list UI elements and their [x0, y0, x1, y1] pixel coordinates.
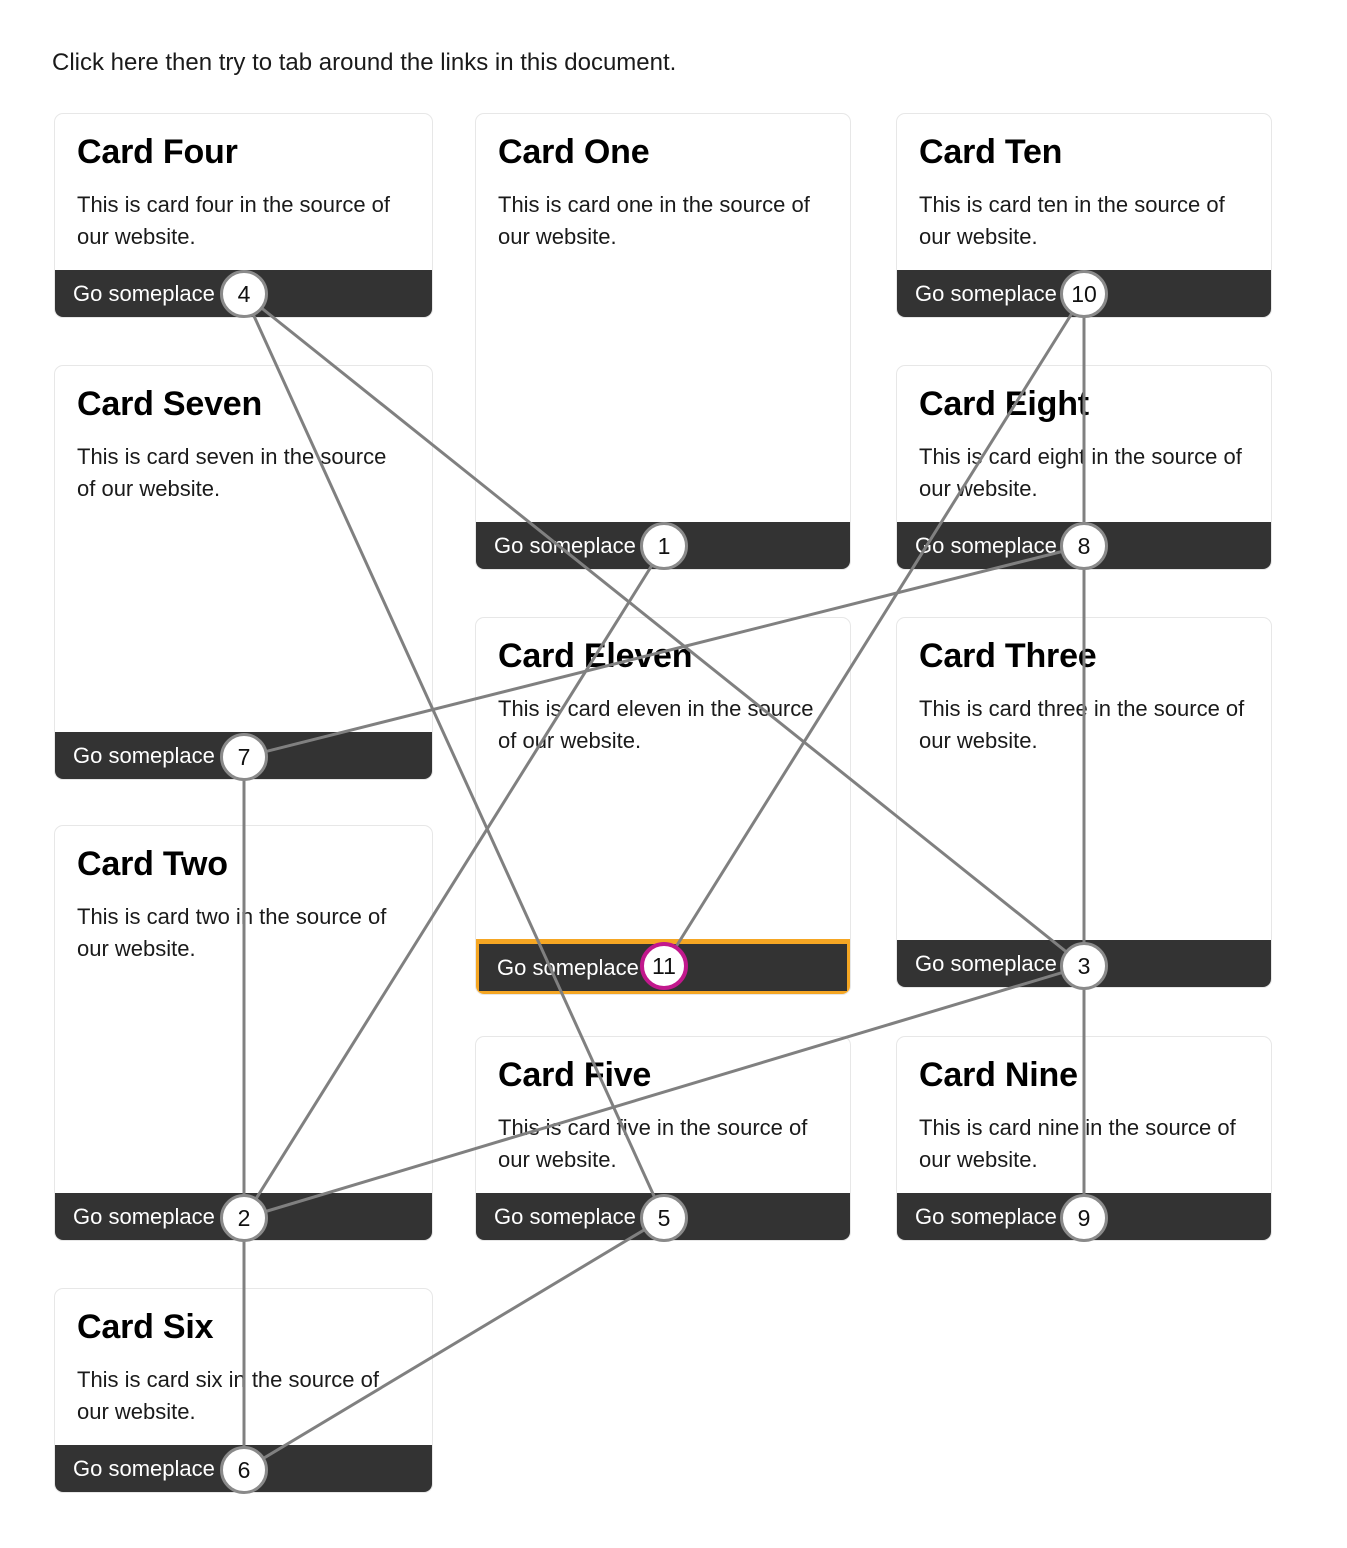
card-link-eleven[interactable]: Go someplace	[497, 954, 639, 980]
card-description: This is card four in the source of our w…	[77, 192, 391, 250]
card-link-five[interactable]: Go someplace	[494, 1203, 636, 1229]
card-link-eight[interactable]: Go someplace	[915, 532, 1057, 558]
card-description: This is card five in the source of our w…	[498, 1115, 808, 1173]
tab-order-badge-10: 10	[1060, 270, 1108, 318]
card-description: This is card ten in the source of our we…	[919, 192, 1225, 250]
card-description: This is card two in the source of our we…	[77, 904, 387, 962]
card-description: This is card eleven in the source of our…	[498, 696, 814, 754]
card-description: This is card eight in the source of our …	[919, 444, 1242, 502]
tab-order-badge-6: 6	[220, 1446, 268, 1494]
card-title: Card Three	[919, 637, 1097, 675]
card-link-four[interactable]: Go someplace	[73, 280, 215, 306]
tab-order-badge-5: 5	[640, 1194, 688, 1242]
tab-order-badge-4: 4	[220, 270, 268, 318]
card-description: This is card nine in the source of our w…	[919, 1115, 1236, 1173]
tab-order-badge-11: 11	[640, 942, 688, 990]
intro-instruction: Click here then try to tab around the li…	[52, 49, 677, 76]
tab-order-badge-8: 8	[1060, 522, 1108, 570]
tab-order-badge-2: 2	[220, 1194, 268, 1242]
card-description: This is card seven in the source of our …	[77, 444, 387, 502]
card-title: Card Two	[77, 845, 228, 883]
card-link-six[interactable]: Go someplace	[73, 1455, 215, 1481]
card-title: Card Six	[77, 1308, 214, 1346]
tab-order-badge-3: 3	[1060, 942, 1108, 990]
card-title: Card Seven	[77, 385, 263, 423]
card-title: Card Four	[77, 133, 238, 171]
card-title: Card Nine	[919, 1056, 1078, 1094]
card-link-one[interactable]: Go someplace	[494, 532, 636, 558]
card-title: Card Eight	[919, 385, 1089, 423]
card-link-three[interactable]: Go someplace	[915, 950, 1057, 976]
card-title: Card Ten	[919, 133, 1063, 171]
tab-order-badge-1: 1	[640, 522, 688, 570]
card-title: Card Five	[498, 1056, 652, 1094]
card-link-ten[interactable]: Go someplace	[915, 280, 1057, 306]
tab-order-badge-9: 9	[1060, 1194, 1108, 1242]
card-title: Card One	[498, 133, 650, 171]
card-link-nine[interactable]: Go someplace	[915, 1203, 1057, 1229]
card-link-seven[interactable]: Go someplace	[73, 742, 215, 768]
tab-order-badge-7: 7	[220, 733, 268, 781]
card-description: This is card one in the source of our we…	[498, 192, 810, 250]
card-description: This is card six in the source of our we…	[77, 1367, 380, 1425]
card-title: Card Eleven	[498, 637, 693, 675]
card-description: This is card three in the source of our …	[919, 696, 1245, 754]
card-link-two[interactable]: Go someplace	[73, 1203, 215, 1229]
